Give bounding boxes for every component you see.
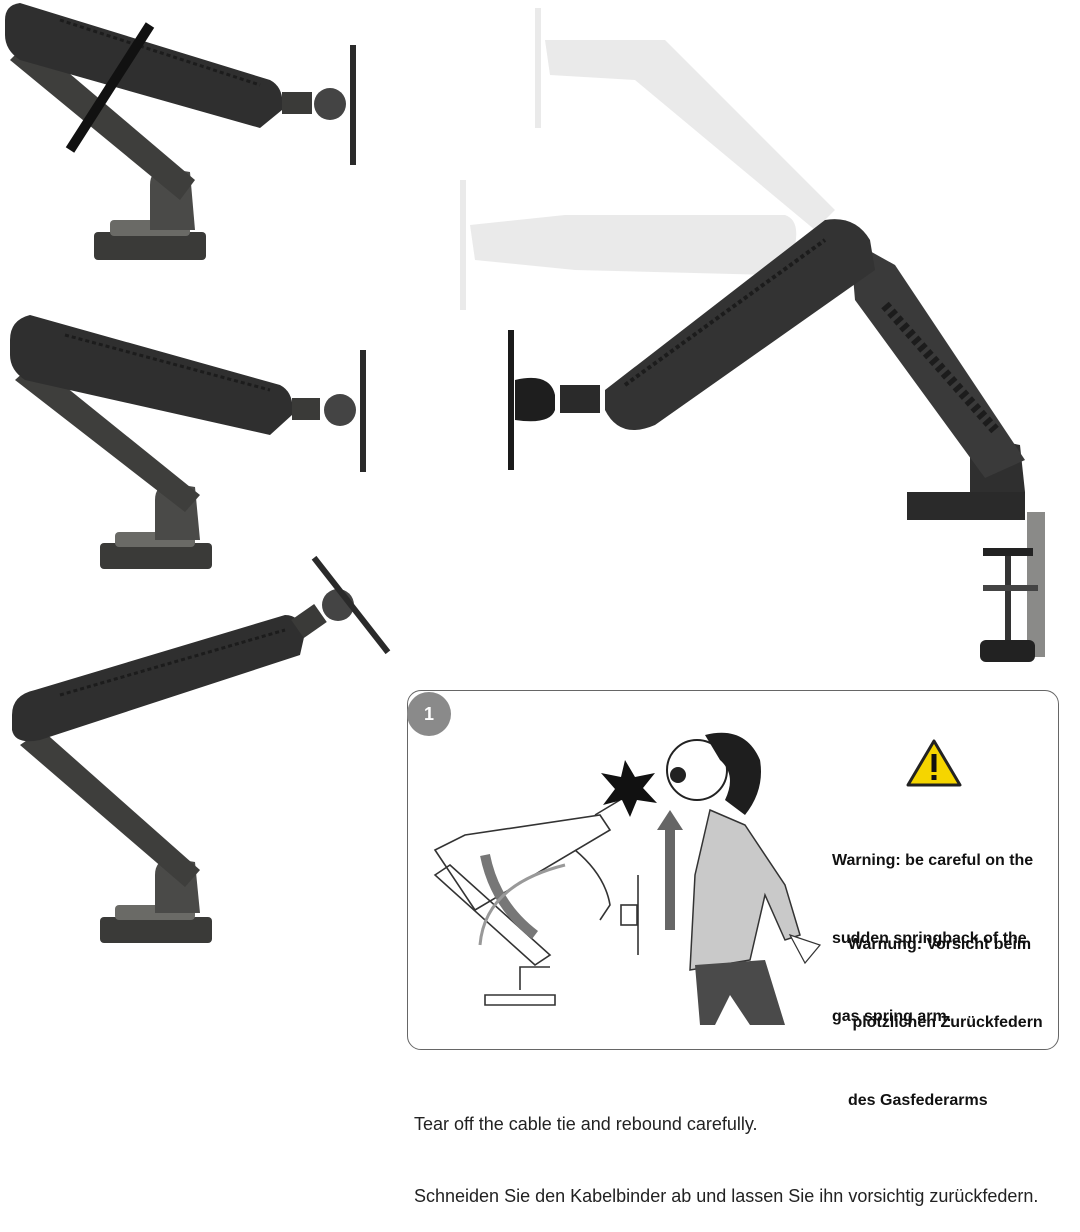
warning-text-en: Warning: be careful on the sudden spring… [832,796,1033,1056]
person-hit-by-springback-illustration [433,732,822,1025]
warning-text-de: Warnung: Vorsicht beim plötzlichen Zurüc… [848,880,1043,1140]
warning-en-line: Warning: be careful on the [832,852,1034,869]
warning-en-line: sudden springback of the [832,930,1027,947]
step-badge: 1 [407,692,451,736]
caption-en: Tear off the cable tie and rebound caref… [414,1114,758,1134]
monitor-arm-range-of-motion [460,8,1045,662]
instruction-caption: Tear off the cable tie and rebound caref… [414,1064,1038,1232]
warning-de-line: des Gasfederarms [848,1092,988,1109]
warning-en-line: gas spring arm. [832,1008,952,1025]
monitor-arm-level [10,315,366,569]
warning-de-line: plötzlichen Zurückfedern [848,1014,1043,1031]
monitor-arm-with-cable-tie [5,3,356,260]
warning-triangle-icon [906,739,962,787]
monitor-arm-tilted [12,555,391,943]
caption-de: Schneiden Sie den Kabelbinder ab und las… [414,1186,1039,1206]
warning-de-line: Warnung: Vorsicht beim [848,936,1032,953]
